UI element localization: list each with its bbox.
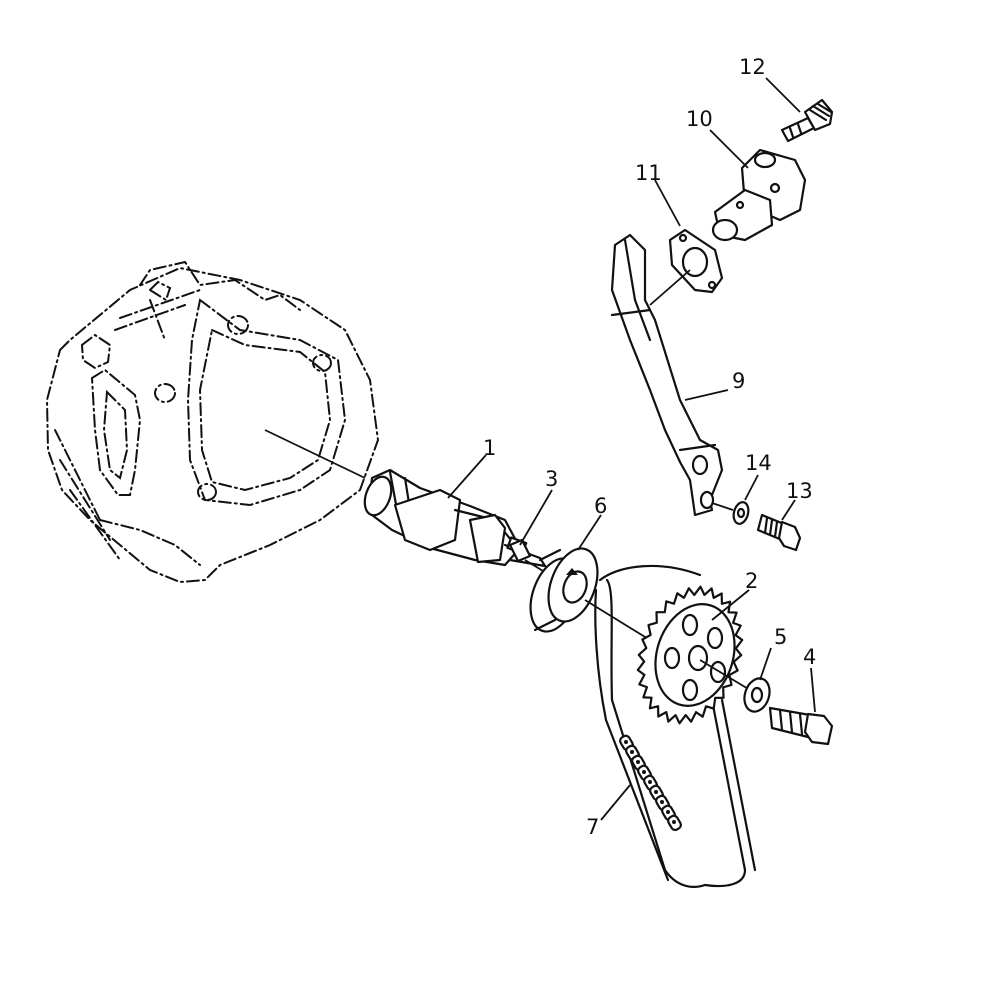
callout-labels: 1 2 3 4 5 6 7 9 10 11 12 13 14	[483, 55, 816, 839]
camshaft-axis-line	[264, 429, 366, 479]
chain-pin	[648, 780, 652, 784]
tensioner-gasket	[668, 228, 724, 294]
chain-pin	[666, 810, 670, 814]
callout-2: 2	[745, 569, 758, 593]
callout-13: 13	[786, 479, 813, 503]
callout-1: 1	[483, 436, 496, 460]
sprocket-bolt	[768, 706, 834, 746]
callout-9: 9	[732, 369, 745, 393]
chain-pin	[636, 760, 640, 764]
callout-4: 4	[803, 645, 816, 669]
chain-pin	[672, 820, 676, 824]
guide-washer	[732, 501, 750, 525]
callout-12: 12	[739, 55, 766, 79]
timing-chain-loop	[594, 564, 757, 888]
callout-leaders	[447, 77, 816, 821]
cam-sprocket	[636, 585, 744, 725]
guide-bolt	[756, 513, 802, 552]
chain-guide	[610, 233, 724, 517]
callout-10: 10	[686, 107, 713, 131]
dowel-pin	[508, 538, 532, 563]
tensioner-bolt	[780, 98, 834, 143]
callout-14: 14	[745, 451, 772, 475]
chain-segment	[619, 734, 682, 832]
camshaft	[363, 468, 547, 568]
chain-pin	[660, 800, 664, 804]
callout-11: 11	[635, 161, 662, 185]
bearing-collar	[529, 547, 599, 633]
callout-3: 3	[545, 467, 558, 491]
washer	[743, 677, 771, 713]
callout-6: 6	[594, 494, 607, 518]
chain-pin	[654, 790, 658, 794]
cylinder-head	[45, 260, 380, 584]
chain-tensioner	[711, 148, 807, 242]
chain-pin	[630, 750, 634, 754]
callout-7: 7	[586, 815, 599, 839]
chain-pin	[642, 770, 646, 774]
callout-5: 5	[774, 625, 787, 649]
chain-pin	[624, 740, 628, 744]
